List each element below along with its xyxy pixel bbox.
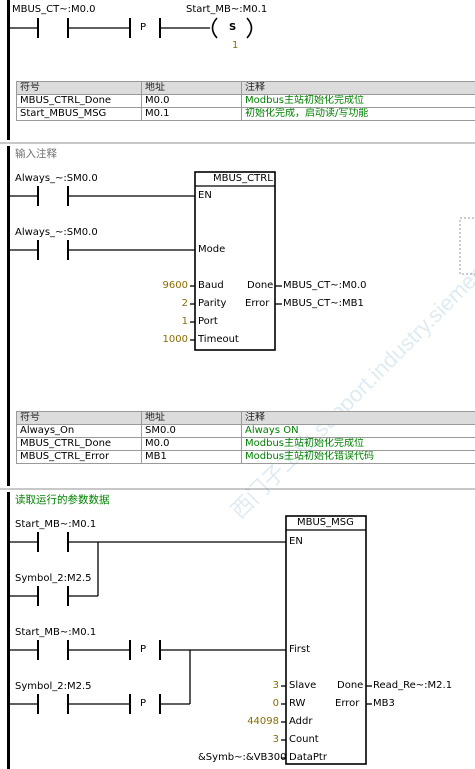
n2-output-error[interactable]: MBUS_CT~:MB1 bbox=[283, 298, 364, 309]
n3-contact-en2-label: Symbol_2:M2.5 bbox=[15, 573, 92, 584]
n3-pin-rw: RW bbox=[289, 698, 306, 709]
n3-value-rw[interactable]: 0 bbox=[272, 698, 279, 709]
scroll-marker[interactable] bbox=[459, 217, 475, 275]
power-rail-n2 bbox=[7, 146, 10, 486]
n3-contact-first2-label: Symbol_2:M2.5 bbox=[15, 681, 92, 692]
table-row: MBUS_CTRL_Error MB1 Modbus主站初始化错误代码 bbox=[16, 450, 475, 464]
n3-pin-count: Count bbox=[289, 734, 319, 745]
watermark: 西门子工业 support.industry.siemens.com bbox=[226, 218, 475, 523]
n1-coil-right bbox=[246, 17, 253, 39]
n3-pin-error: Error bbox=[335, 698, 360, 709]
n2-pin-error: Error bbox=[245, 298, 270, 309]
n3-pin-addr: Addr bbox=[289, 716, 313, 727]
n2-output-done[interactable]: MBUS_CT~:M0.0 bbox=[283, 280, 367, 291]
n1-coil-letter: S bbox=[229, 22, 237, 33]
n3-contact-first1-label: Start_MB~:M0.1 bbox=[15, 627, 97, 638]
n3-value-count[interactable]: 3 bbox=[272, 734, 279, 745]
n2-contact-mode-label: Always_~:SM0.0 bbox=[15, 227, 98, 238]
n3-block-title: MBUS_MSG bbox=[297, 517, 354, 528]
n3-output-error[interactable]: MB3 bbox=[373, 698, 395, 709]
n2-block-title: MBUS_CTRL bbox=[213, 173, 273, 184]
n3-pin-done: Done bbox=[337, 680, 364, 691]
n3-contact-en1-label: Start_MB~:M0.1 bbox=[15, 519, 97, 530]
n2-pin-port: Port bbox=[198, 316, 218, 327]
n1-coil-label: Start_MB~:M0.1 bbox=[186, 4, 268, 15]
n2-pin-done: Done bbox=[247, 280, 274, 291]
n1-contact-label: MBUS_CT~:M0.0 bbox=[12, 4, 96, 15]
n3-comment[interactable]: 读取运行的参数数据 bbox=[15, 494, 110, 506]
n1-coil-count: 1 bbox=[232, 40, 239, 51]
table-row: MBUS_CTRL_Done M0.0 Modbus主站初始化完成位 bbox=[16, 94, 475, 108]
n3-value-addr[interactable]: 44098 bbox=[247, 716, 279, 727]
n2-symbol-table: 符号 地址 注释 Always_On SM0.0 Always ON MBUS_… bbox=[16, 411, 475, 464]
n2-pin-timeout: Timeout bbox=[198, 334, 239, 345]
n2-comment[interactable]: 输入注释 bbox=[15, 148, 57, 160]
n2-contact-en-label: Always_~:SM0.0 bbox=[15, 173, 98, 184]
n2-pin-baud: Baud bbox=[198, 280, 224, 291]
n3-pin-slave: Slave bbox=[289, 680, 317, 691]
n1-p-label: P bbox=[140, 22, 147, 33]
n3-p-label-2: P bbox=[140, 698, 147, 709]
n3-pin-first: First bbox=[289, 644, 311, 655]
n3-value-slave[interactable]: 3 bbox=[272, 680, 279, 691]
mbus-ctrl-block[interactable] bbox=[194, 171, 276, 351]
n3-pin-dataptr: DataPtr bbox=[289, 752, 327, 763]
n3-pin-en: EN bbox=[289, 536, 303, 547]
n3-p-label-1: P bbox=[140, 644, 147, 655]
n2-pin-en: EN bbox=[198, 190, 212, 201]
n2-value-port[interactable]: 1 bbox=[181, 316, 188, 327]
table-row: Start_MBUS_MSG M0.1 初始化完成，启动读/写功能 bbox=[16, 107, 475, 121]
mbus-msg-block[interactable] bbox=[285, 515, 367, 765]
n1-coil-left bbox=[211, 17, 218, 39]
n3-output-done[interactable]: Read_Re~:M2.1 bbox=[373, 680, 453, 691]
n3-value-dataptr[interactable]: &Symb~:&VB300 bbox=[198, 752, 287, 763]
n2-value-baud[interactable]: 9600 bbox=[162, 280, 188, 291]
table-row: Always_On SM0.0 Always ON bbox=[16, 424, 475, 438]
table-row: MBUS_CTRL_Done M0.0 Modbus主站初始化完成位 bbox=[16, 437, 475, 451]
n2-value-timeout[interactable]: 1000 bbox=[162, 334, 188, 345]
n2-value-parity[interactable]: 2 bbox=[181, 298, 188, 309]
power-rail-n3 bbox=[7, 492, 10, 769]
svg-text:西门子工业 support.industry.siemens: 西门子工业 support.industry.siemens.com bbox=[226, 218, 475, 523]
n2-pin-mode: Mode bbox=[198, 244, 226, 255]
n1-symbol-table: 符号 地址 注释 MBUS_CTRL_Done M0.0 Modbus主站初始化… bbox=[16, 81, 475, 121]
power-rail-n1 bbox=[7, 0, 10, 140]
n2-pin-parity: Parity bbox=[198, 298, 227, 309]
